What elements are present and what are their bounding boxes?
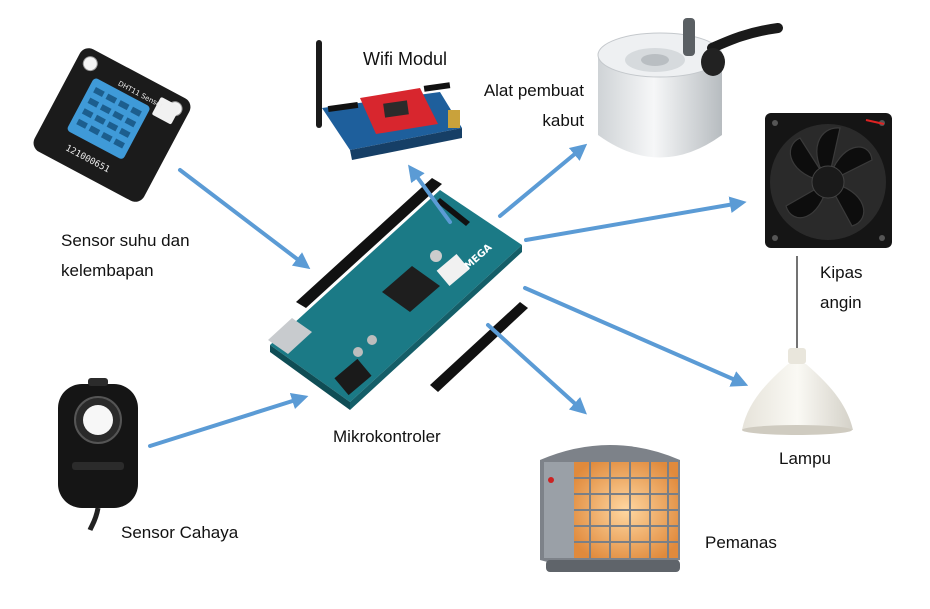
- microcontroller-image: MEGA: [268, 178, 528, 410]
- arrow-mcu-to-wifi: [408, 164, 452, 224]
- lamp-image: [742, 256, 853, 435]
- arrow-mcu-to-fan: [524, 196, 747, 242]
- fan-image: [765, 113, 892, 248]
- label-wifi-module: Wifi Modul: [363, 49, 448, 69]
- arrow-sensor-to-mcu: [178, 168, 311, 270]
- arrow-light-sensor-to-mcu: [148, 393, 309, 448]
- arrow-mcu-to-lamp: [523, 286, 749, 387]
- label-heater: Pemanas: [705, 533, 777, 552]
- arrow-mcu-to-mist: [498, 143, 588, 218]
- label-light-sensor: Sensor Cahaya: [121, 523, 239, 542]
- temperature-humidity-sensor-image: DHT11 Sensor 121000651: [33, 48, 191, 202]
- label-microcontroller: Mikrokontroler: [333, 427, 441, 446]
- label-temperature-humidity-sensor: Sensor suhu dan kelembapan: [61, 231, 190, 280]
- label-mist-maker: Alat pembuat kabut: [483, 81, 584, 130]
- mist-maker-image: [597, 18, 783, 158]
- heater-image: [540, 445, 680, 572]
- label-fan: Kipas angin: [820, 263, 863, 312]
- arrow-mcu-to-heater: [486, 323, 587, 415]
- light-sensor-image: [58, 378, 138, 531]
- wifi-module-image: [316, 40, 462, 160]
- label-lamp: Lampu: [779, 449, 831, 468]
